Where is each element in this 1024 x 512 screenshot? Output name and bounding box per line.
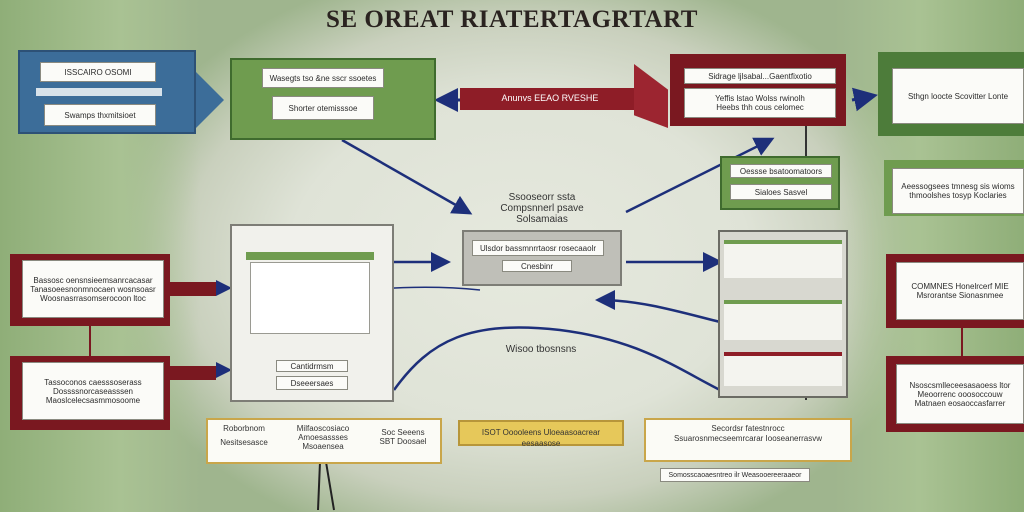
mid-green-label-a: Oessse bsatoomatoors [730, 164, 832, 178]
far-right-label-b: Aeessogsees tmnesg sis wioms thmoolshes … [892, 168, 1024, 214]
right-stack-shelf-1 [724, 240, 842, 278]
far-right-label-c: COMMNES Honelrcerf MIE Msrorantse Sionas… [896, 262, 1024, 320]
machine-panel [250, 262, 370, 334]
top-right-label-a: Sidrage ljlsabal...Gaentfixotio [684, 68, 836, 84]
curve-machine-to-right [392, 326, 721, 392]
right-stack-shelf-2 [724, 300, 842, 340]
curve-right-stack-back [595, 290, 721, 324]
top-left-arrow-tip [196, 72, 224, 128]
bottom-label-a2: Nesitsesasce [220, 438, 268, 447]
arrow-center-to-top-right [625, 137, 775, 214]
center-label-b: Cnesbinr [502, 260, 572, 272]
far-right-label-a: Sthgn loocte Scovitter Lonte [892, 68, 1024, 124]
far-right-label-d: Nsoscsmlleceesasaoess ltor Meoorrenc ooo… [896, 364, 1024, 424]
red-banner-label: Anunvs EEAO RVESHE [501, 93, 599, 103]
machine-label-a: Cantidrmsm [276, 360, 348, 372]
top-left-label-b: Swamps thxmitsioet [44, 104, 156, 126]
bottom-gold-label: ISOT Ooooleens Uloeaasoacrear eesaasose [481, 428, 601, 448]
diagram-title: SE OREAT RIATERTAGRTART [326, 6, 698, 33]
left-label-b: Tassoconos caesssoserass Dossssnorcaseas… [22, 362, 164, 420]
bottom-label-c: Soc Seeens SBT Doosael [379, 428, 427, 446]
top-right-label-b: Yeffis lstao Wolss rwinolh Heebs thh cou… [684, 88, 836, 118]
bottom-right-small-label: Somosscaoaesntreo ilr Weasooereeraaeor [660, 468, 810, 482]
center-lower-label: Wisoo tbosnsns [505, 344, 577, 355]
top-left-divider [36, 88, 162, 96]
center-label-a: Ulsdor bassmnrrtaosr rosecaaolr [472, 240, 604, 256]
left-connector-a [170, 282, 216, 296]
bottom-panel-right [644, 418, 852, 462]
right-stack-shelf-3 [724, 352, 842, 386]
center-caption: Ssooseorr ssta Compsnnerl psave Solsamai… [500, 192, 584, 225]
mid-green-label-b: Sialoes Sasvel [730, 184, 832, 200]
bottom-label-a: Roborbnom [223, 424, 265, 433]
bottom-panel-left [206, 418, 442, 464]
top-green-label-b: Shorter otemisssoe [272, 96, 374, 120]
cable-right [325, 461, 335, 511]
machine-label-b: Dseeersaes [276, 376, 348, 390]
machine-top-tray [246, 252, 374, 260]
bottom-gold-bar [458, 420, 624, 446]
red-banner [460, 88, 634, 110]
top-left-label-a: ISSCAIRO OSOMI [40, 62, 156, 82]
bottom-right-label: Secordsr fatestnrocc Ssuarosnmecseemrcar… [673, 424, 823, 443]
arrow-top-green-to-center [341, 138, 473, 215]
left-label-a: Bassosc oensnsieemsanrcacasar Tanasoeesn… [22, 260, 164, 318]
cable-left [317, 461, 321, 511]
left-connector-b [170, 366, 216, 380]
bottom-label-b: Milfaoscosiaco Amoesassses Msoaensea [296, 424, 350, 451]
arrow-into-right-stack [851, 87, 878, 112]
center-unit [462, 230, 622, 286]
top-green-label-a: Wasegts tso &ne sscr ssoetes [262, 68, 384, 88]
